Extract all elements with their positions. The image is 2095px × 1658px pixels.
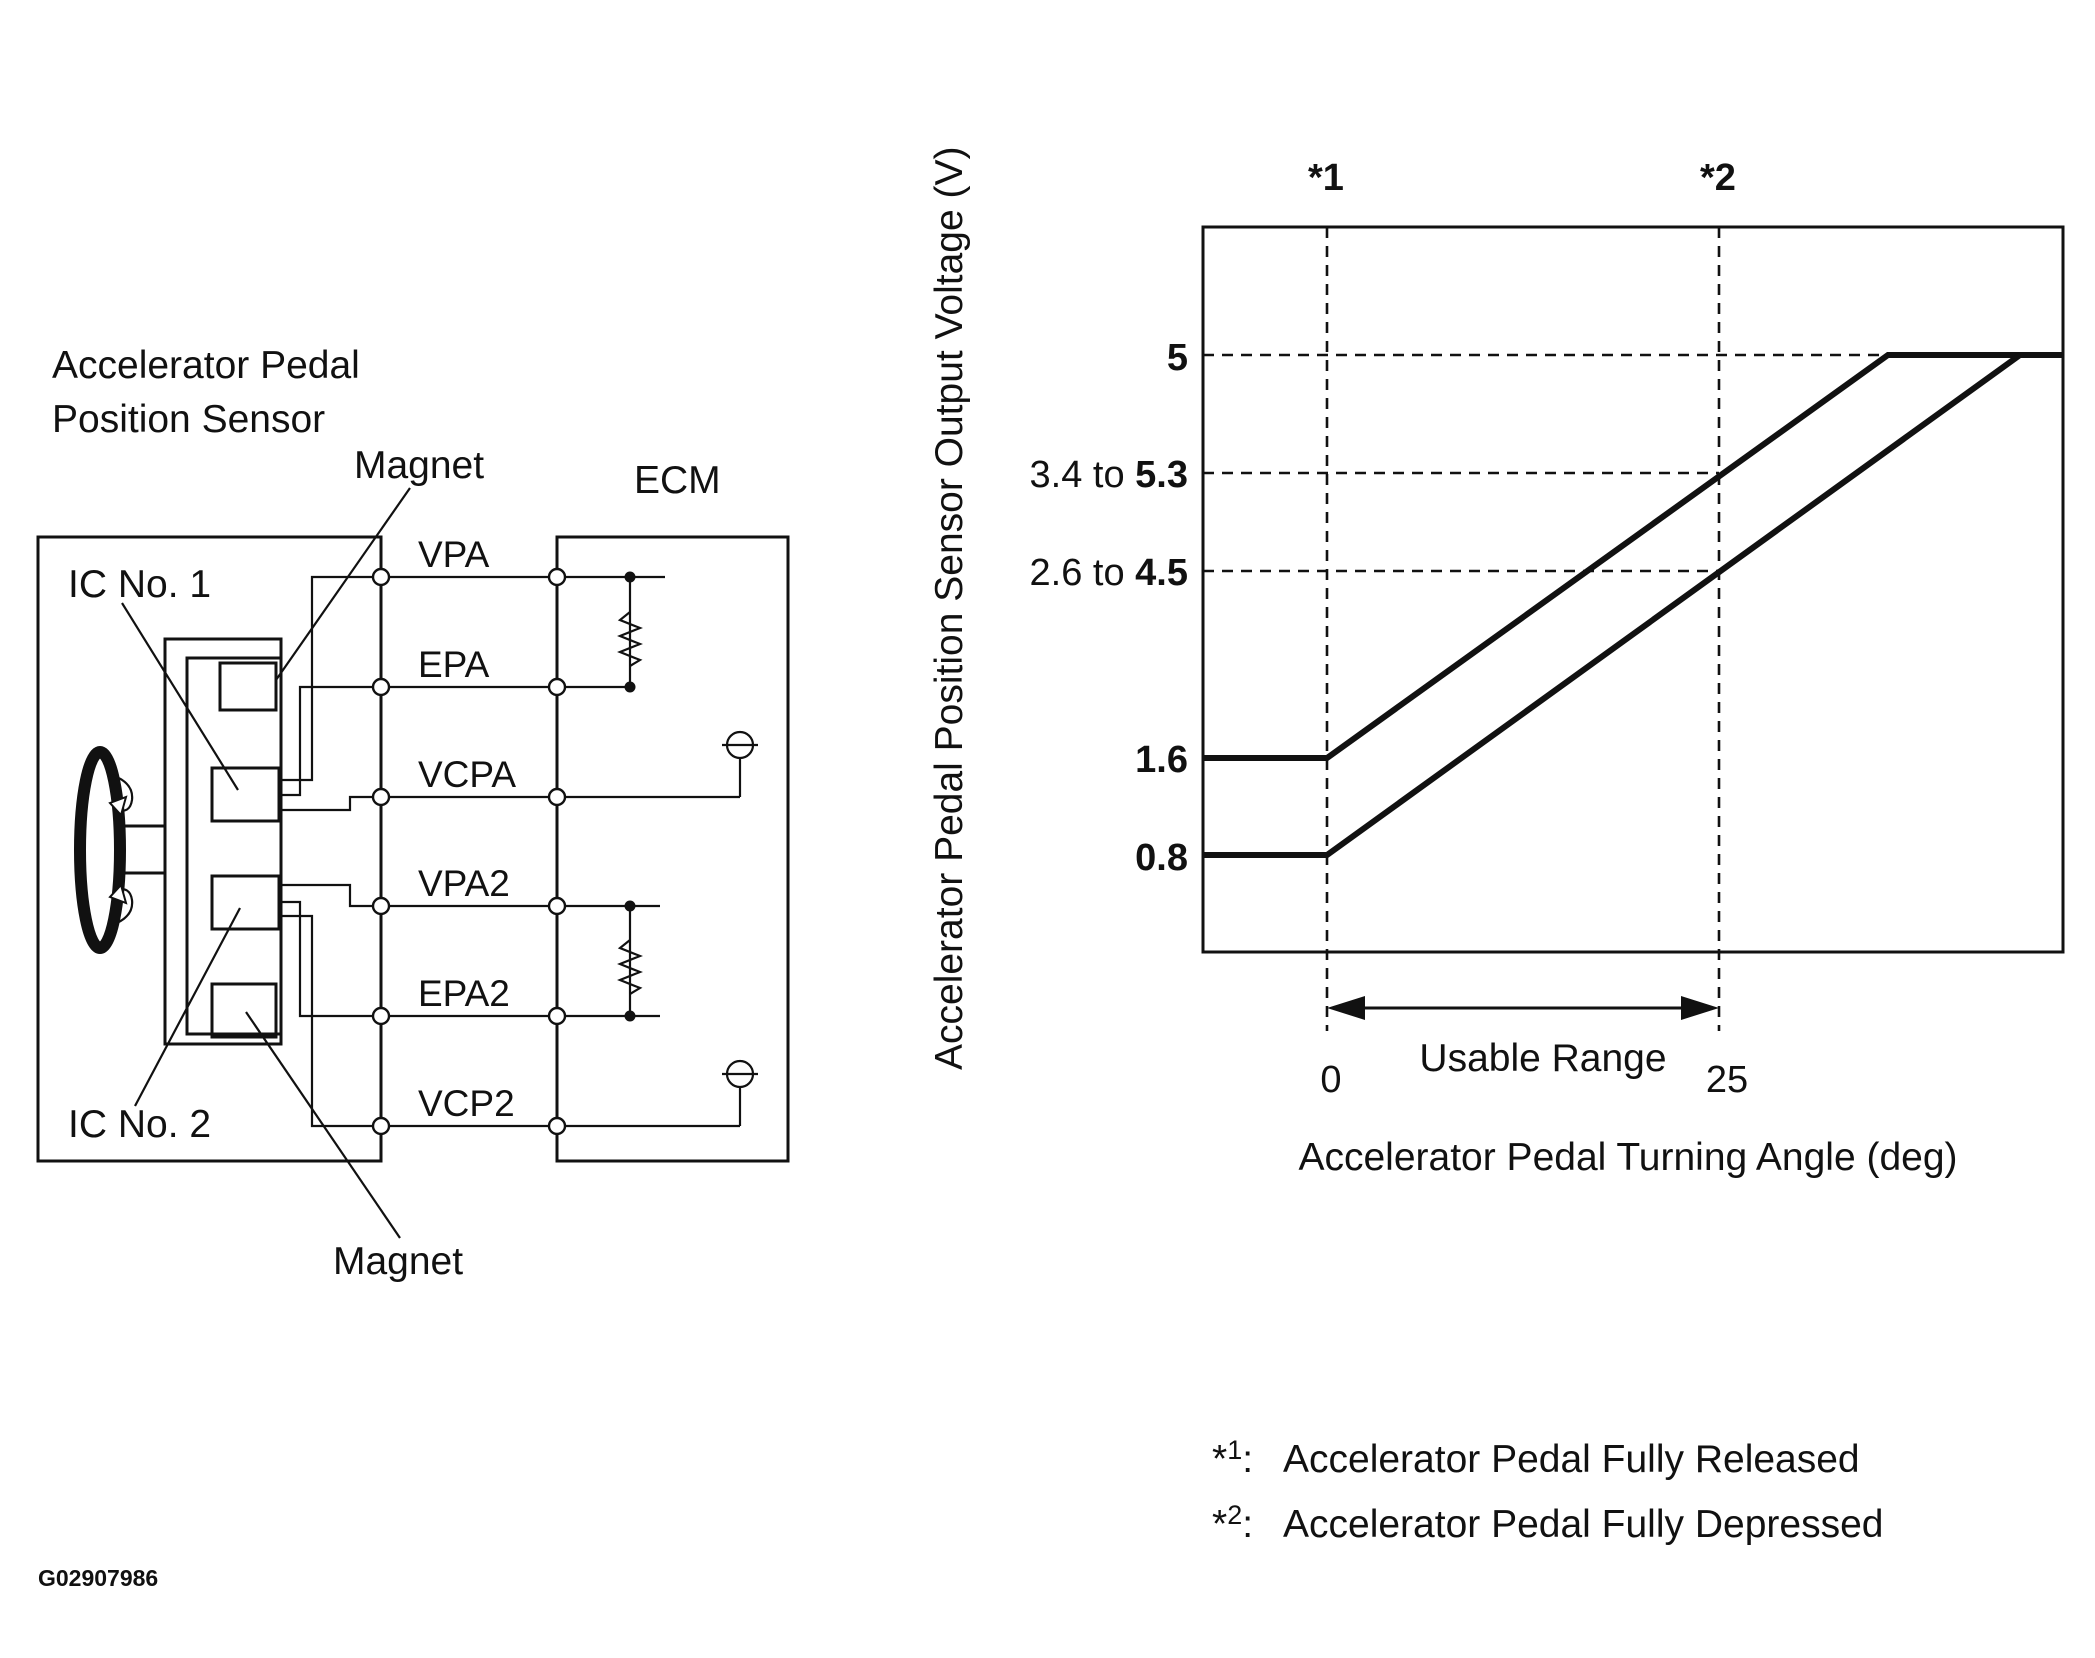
ic2-label: IC No. 2 bbox=[68, 1103, 211, 1146]
footnote-2: *2: bbox=[1212, 1500, 1253, 1546]
pin-label-vcpa: VCPA bbox=[418, 754, 516, 795]
magnet-2 bbox=[210, 982, 278, 1039]
pin-label-vpa2: VPA2 bbox=[418, 863, 510, 904]
rotation-arrow-icon bbox=[74, 746, 134, 954]
y-tick-labels: 5 3.4 to 5.3 2.6 to 4.5 1.6 0.8 bbox=[1030, 337, 1188, 879]
y-tick-4-5-value: 4.5 bbox=[1135, 552, 1188, 594]
ecm-label: ECM bbox=[634, 459, 721, 502]
magnet-label-bottom: Magnet bbox=[333, 1240, 463, 1283]
graph-frame bbox=[1201, 225, 2065, 954]
ic1-label: IC No. 1 bbox=[68, 563, 211, 606]
usable-range-arrow bbox=[1327, 996, 1719, 1020]
vpa-output-line bbox=[1203, 352, 2063, 858]
footnote-1-text: Accelerator Pedal Fully Released bbox=[1283, 1438, 1860, 1481]
footnote-1-number: 1 bbox=[1227, 1435, 1242, 1465]
ic-no-2 bbox=[210, 874, 281, 931]
graph-x-axis-label: Accelerator Pedal Turning Angle (deg) bbox=[1298, 1136, 1957, 1179]
wiring bbox=[279, 575, 742, 1128]
pin-label-vpa: VPA bbox=[418, 534, 490, 575]
terminal-node bbox=[371, 1116, 391, 1136]
resistor-2-icon bbox=[617, 939, 643, 995]
usable-range-label: Usable Range bbox=[1419, 1037, 1666, 1080]
y-tick-5-3-prefix: 3.4 to bbox=[1030, 454, 1136, 496]
pin-label-epa2: EPA2 bbox=[418, 973, 510, 1014]
vpa2-output-line bbox=[1203, 352, 2063, 761]
footnote-1-mark: * bbox=[1212, 1438, 1227, 1481]
ic-no-1 bbox=[210, 766, 281, 823]
magnet-label-top: Magnet bbox=[354, 444, 484, 487]
terminal-node bbox=[547, 787, 567, 807]
footnote-2-text: Accelerator Pedal Fully Depressed bbox=[1283, 1503, 1883, 1546]
y-tick-4-5: 2.6 to 4.5 bbox=[1030, 552, 1188, 594]
y-tick-5-3-value: 5.3 bbox=[1135, 454, 1188, 496]
sensor-carrier-inner bbox=[185, 656, 281, 1036]
terminal-node bbox=[371, 1006, 391, 1026]
arrow-left-icon bbox=[1327, 996, 1365, 1020]
sensor-title-line-1: Accelerator Pedal bbox=[52, 344, 360, 387]
magnet-1 bbox=[218, 661, 278, 712]
terminal-node bbox=[547, 677, 567, 697]
terminal-nodes bbox=[371, 567, 567, 1136]
junction-dot bbox=[624, 900, 636, 912]
leader-ic2 bbox=[134, 907, 241, 1107]
footnote-1: *1: bbox=[1212, 1435, 1253, 1481]
pin-label-epa: EPA bbox=[418, 644, 490, 685]
y-tick-5-3: 3.4 to 5.3 bbox=[1030, 454, 1188, 496]
sensor-title: Accelerator Pedal Position Sensor bbox=[52, 344, 360, 441]
footnote-2-colon: : bbox=[1242, 1503, 1253, 1546]
power-supply-icon bbox=[722, 1059, 758, 1090]
junction-dot bbox=[624, 681, 636, 693]
terminal-node bbox=[547, 896, 567, 916]
graph-guides bbox=[1203, 227, 1888, 1031]
y-tick-5: 5 bbox=[1167, 337, 1188, 379]
footnote-2-mark: * bbox=[1212, 1503, 1227, 1546]
terminal-node bbox=[371, 677, 391, 697]
marker-star-2: *2 bbox=[1700, 157, 1736, 199]
sensor-title-line-2: Position Sensor bbox=[52, 398, 325, 441]
junction-dot bbox=[624, 1010, 636, 1022]
terminal-node bbox=[547, 1116, 567, 1136]
graph-y-axis-label: Accelerator Pedal Position Sensor Output… bbox=[928, 146, 971, 1070]
pin-labels: VPA EPA VCPA VPA2 EPA2 VCP2 bbox=[418, 534, 516, 1124]
y-tick-1-6: 1.6 bbox=[1135, 739, 1188, 781]
terminal-node bbox=[371, 567, 391, 587]
leader-ic1 bbox=[121, 602, 239, 791]
marker-star-1: *1 bbox=[1308, 157, 1344, 199]
ecm-box bbox=[555, 535, 790, 1163]
terminal-node bbox=[547, 1006, 567, 1026]
terminal-node bbox=[371, 896, 391, 916]
power-supply-icon bbox=[722, 730, 758, 765]
footnotes: *1: Accelerator Pedal Fully Released *2:… bbox=[1212, 1435, 1883, 1546]
x-tick-25: 25 bbox=[1706, 1059, 1748, 1101]
pedal-shaft bbox=[119, 824, 167, 875]
footnote-1-colon: : bbox=[1242, 1438, 1253, 1481]
x-tick-0: 0 bbox=[1320, 1059, 1341, 1101]
pin-label-vcp2: VCP2 bbox=[418, 1083, 515, 1124]
leader-magnet-top bbox=[275, 487, 411, 681]
y-tick-4-5-prefix: 2.6 to bbox=[1030, 552, 1136, 594]
figure-id: G02907986 bbox=[38, 1565, 158, 1591]
sensor-housing bbox=[36, 535, 383, 1163]
footnote-2-number: 2 bbox=[1227, 1500, 1242, 1530]
junction-dot bbox=[624, 571, 636, 583]
sensor-box bbox=[36, 535, 383, 1163]
arrow-right-icon bbox=[1681, 996, 1719, 1020]
terminal-node bbox=[371, 787, 391, 807]
resistor-1-icon bbox=[617, 611, 643, 667]
y-tick-0-8: 0.8 bbox=[1135, 837, 1188, 879]
terminal-node bbox=[547, 567, 567, 587]
